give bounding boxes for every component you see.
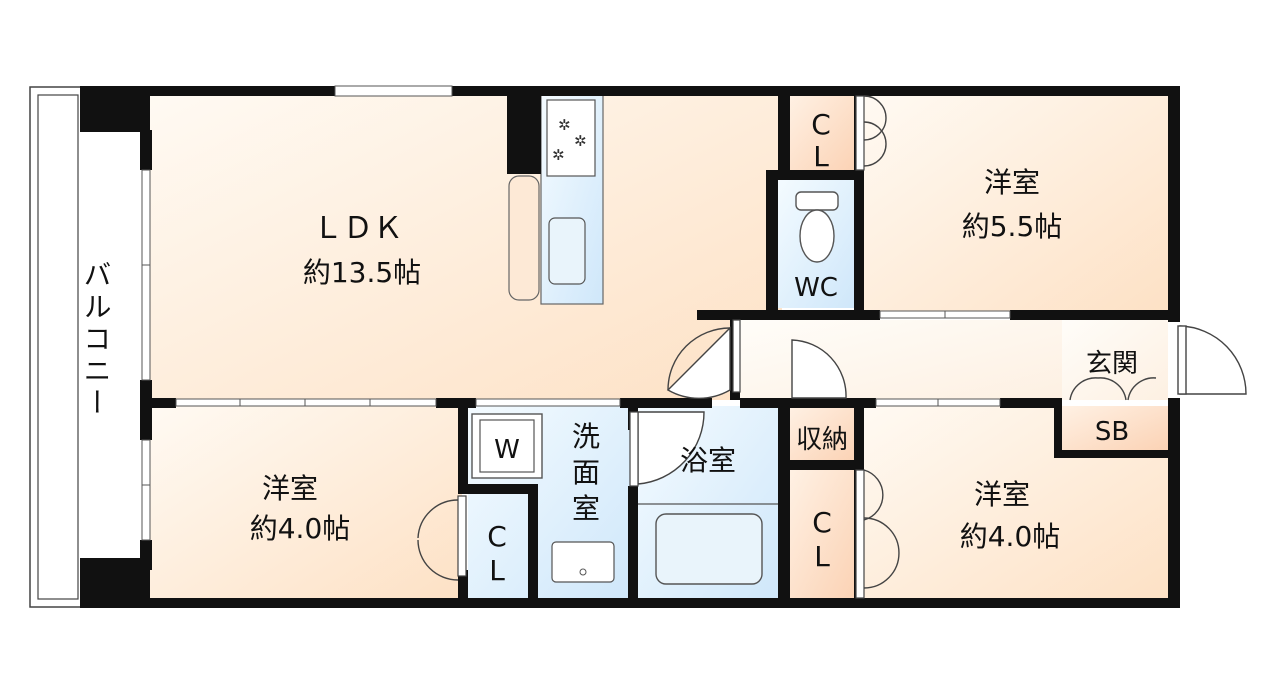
storage-room [790,406,856,462]
entrance-label: 玄関 [1086,349,1138,379]
entrance-floor [1062,320,1168,400]
washer-fixture [471,413,543,479]
ldk-size: 約13.5帖 [303,256,421,289]
western-room-ne [862,94,1168,314]
toilet-fixture [795,191,839,263]
closet-se [790,468,856,600]
washroom-label-3: 室 [572,492,600,525]
svg-text:✲: ✲ [574,132,587,150]
shoe-box [1062,406,1168,452]
western-room-ne-size: 約5.5帖 [962,210,1063,243]
closet-sw-label-1: C [487,520,507,553]
wash-basin [551,541,615,583]
door-frames [457,95,865,599]
shoe-box-label: SB [1095,417,1129,447]
closet-top-label-2: L [813,140,829,173]
windows [141,85,1011,541]
balcony [29,86,149,608]
doors [417,95,1247,589]
western-room-ne-name: 洋室 [984,166,1040,199]
kitchen-sink [548,217,586,285]
western-room-se-name: 洋室 [974,478,1030,511]
western-room-sw [150,406,462,600]
bathtub [638,503,778,585]
washer-label: W [494,435,520,465]
closet-se-label-2: L [814,540,830,573]
bathroom-label: 浴室 [680,444,736,477]
ldk-name: ＬＤＫ [313,211,403,246]
ldk-room [150,94,782,400]
hallway [740,320,1062,400]
storage-label: 収納 [796,425,848,455]
closet-sw-label-2: L [489,554,505,587]
washroom-label-2: 面 [572,456,600,489]
western-room-sw-name: 洋室 [262,472,318,505]
kitchen-bar-counter [508,175,540,301]
closet-se-label-1: C [812,506,832,539]
washroom-label-1: 洗 [572,420,600,453]
closet-top [790,94,856,172]
western-room-se-size: 約4.0帖 [960,520,1061,553]
western-room-sw-size: 約4.0帖 [250,512,351,545]
toilet-label: WC [794,273,838,303]
closet-top-label-1: C [811,108,831,141]
svg-text:✲: ✲ [552,146,565,164]
svg-text:✲: ✲ [558,116,571,134]
walls [80,86,1180,608]
kitchen-stove: ✲ ✲ ✲ [546,99,596,177]
balcony-label: バルコニー [80,260,113,420]
